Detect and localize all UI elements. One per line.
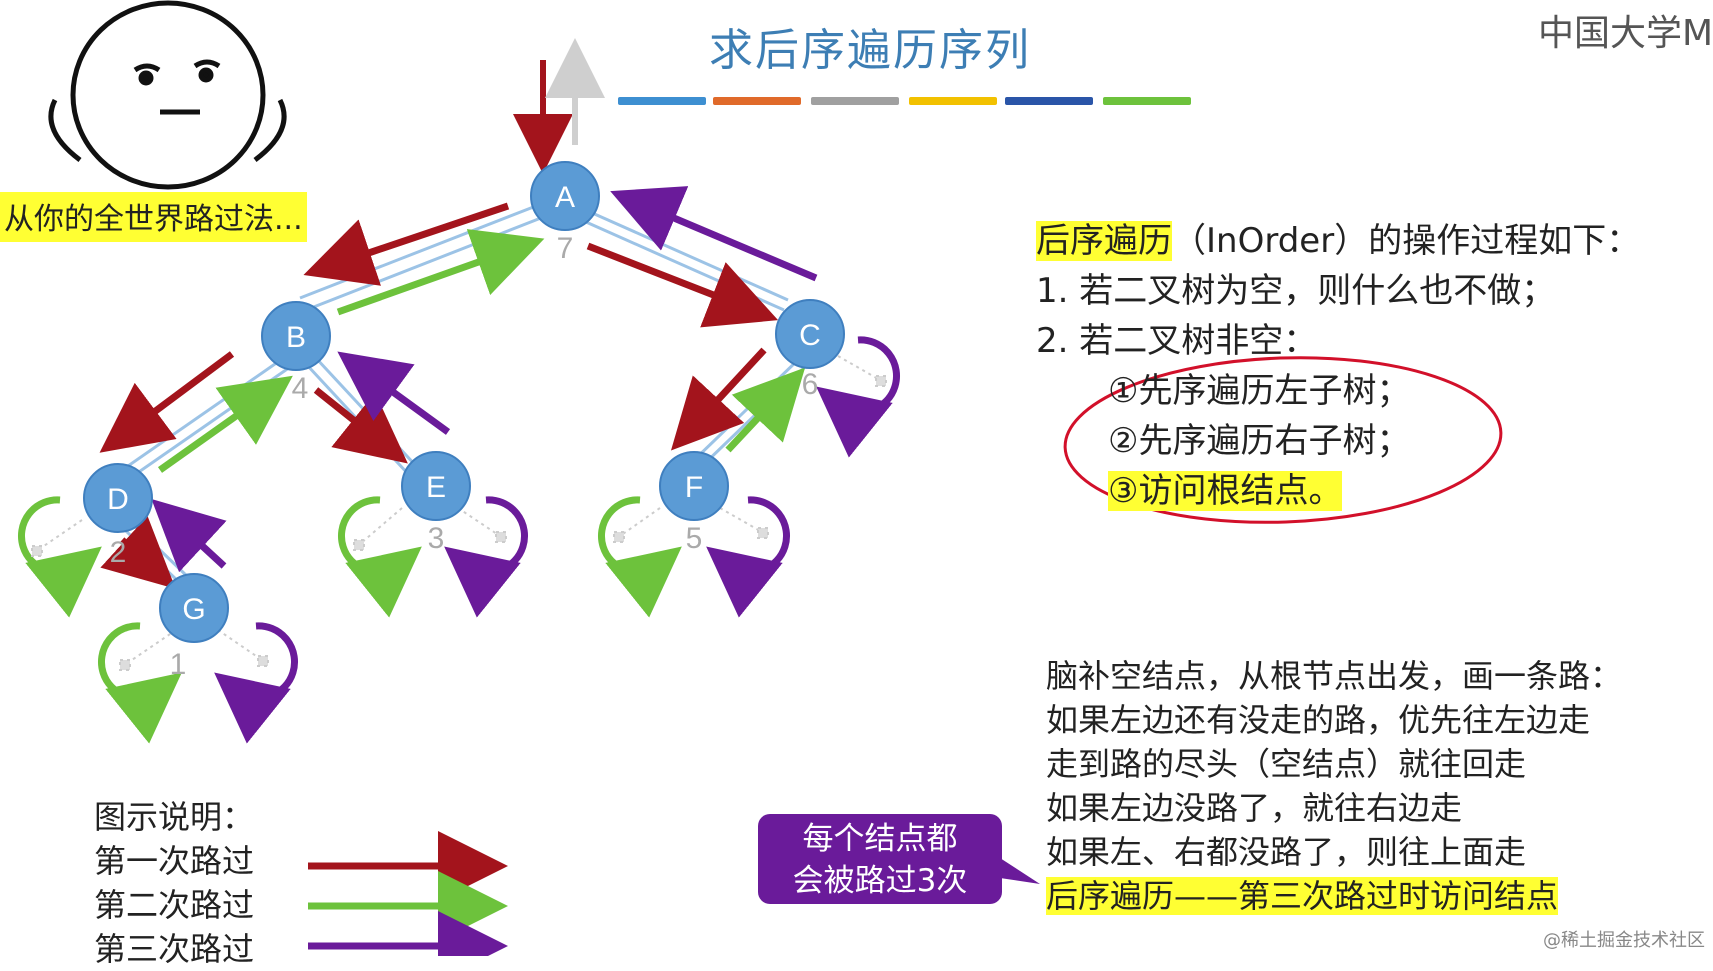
node-circle	[659, 451, 729, 521]
rules-step1: 1. 若二叉树为空，则什么也不做；	[1036, 271, 1556, 311]
node-a: A7	[530, 161, 600, 265]
node-order-label: 1	[170, 648, 187, 681]
walk-line: 走到路的尽头（空结点）就往回走	[1046, 745, 1527, 783]
node-b: B4	[261, 301, 331, 405]
node-circle	[261, 301, 331, 371]
rules-step2: 2. 若二叉树非空：	[1036, 321, 1318, 361]
node-circle	[83, 463, 153, 533]
page-title: 求后序遍历序列	[709, 25, 1031, 76]
callout-line: 会被路过3次	[792, 863, 968, 899]
node-circle	[530, 161, 600, 231]
rules-sub1: ①先序遍历左子树；	[1108, 371, 1411, 411]
colorbar-seg	[1103, 97, 1191, 105]
node-order-label: 3	[428, 522, 445, 555]
node-circle	[159, 573, 229, 643]
second-pass-arrows	[157, 229, 806, 473]
node-label: F	[685, 471, 703, 504]
node-c: C6	[775, 299, 845, 401]
face-doodle-icon	[48, 0, 287, 190]
callout-line: 每个结点都	[802, 821, 958, 857]
caption-banner: 从你的全世界路过法...	[0, 192, 307, 242]
colorbar-seg	[811, 97, 899, 105]
node-label: E	[426, 471, 446, 504]
node-label: A	[555, 181, 575, 214]
node-order-label: 5	[686, 522, 703, 555]
colorbar-seg	[909, 97, 997, 105]
walk-conclusion: 后序遍历——第三次路过时访问结点	[1046, 877, 1559, 915]
legend-second: 第二次路过	[94, 886, 255, 924]
walk-line: 脑补空结点，从根节点出发，画一条路：	[1046, 657, 1623, 695]
footer-watermark: @稀土掘金技术社区	[1543, 930, 1705, 951]
node-order-label: 6	[802, 368, 819, 401]
legend-first: 第一次路过	[94, 842, 255, 880]
callout-box: 每个结点都 会被路过3次	[758, 814, 1002, 904]
rules-heading-highlight: 后序遍历	[1036, 221, 1172, 261]
rules-block: 后序遍历（InOrder）的操作过程如下： 1. 若二叉树为空，则什么也不做； …	[1036, 216, 1640, 516]
node-label: G	[182, 593, 205, 626]
legend-third: 第三次路过	[94, 930, 255, 968]
node-label: D	[107, 483, 129, 516]
node-f: F5	[659, 451, 729, 555]
rules-sub2: ②先序遍历右子树；	[1108, 421, 1411, 461]
null-stubs	[31, 355, 887, 671]
node-label: C	[799, 319, 821, 352]
node-circle	[775, 299, 845, 369]
node-label: B	[286, 321, 306, 354]
node-order-label: 2	[110, 536, 127, 569]
node-e: E3	[401, 451, 471, 555]
node-order-label: 4	[292, 372, 309, 405]
walk-line: 如果左、右都没路了，则往上面走	[1046, 833, 1527, 871]
first-pass-arrows	[99, 202, 779, 589]
tree-edges	[114, 204, 810, 587]
rules-sub3: ③访问根结点。	[1108, 471, 1343, 511]
colorbar-seg	[713, 97, 801, 105]
null-loops	[17, 336, 901, 744]
legend-title: 图示说明：	[94, 798, 255, 836]
node-d: D2	[83, 463, 153, 569]
highlight-ellipse	[1063, 356, 1503, 524]
legend: 图示说明： 第一次路过 第二次路过 第三次路过	[94, 795, 254, 971]
colorbar-seg	[1005, 97, 1093, 105]
node-circle	[401, 451, 471, 521]
node-order-label: 7	[557, 232, 574, 265]
callout-pointer	[1000, 858, 1040, 884]
walk-line: 如果左边没路了，就往右边走	[1046, 789, 1463, 827]
walk-line: 如果左边还有没走的路，优先往左边走	[1046, 701, 1591, 739]
colorbar-seg	[618, 97, 706, 105]
node-g: G1	[159, 573, 229, 681]
logo-text: 中国大学M	[1537, 13, 1713, 54]
third-pass-arrows	[151, 186, 818, 573]
walk-instructions: 脑补空结点，从根节点出发，画一条路： 如果左边还有没走的路，优先往左边走 走到路…	[1046, 654, 1622, 918]
rules-heading: （InOrder）的操作过程如下：	[1172, 221, 1641, 261]
